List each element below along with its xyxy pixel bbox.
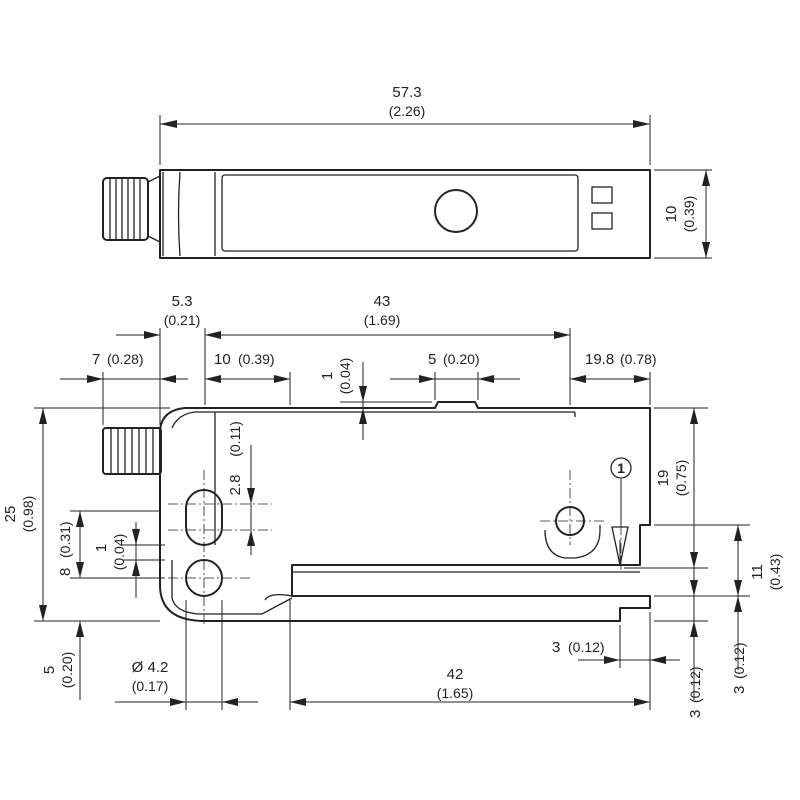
dim-connector-length-in: (0.28): [107, 351, 144, 367]
front-dimensions: 5.3 (0.21) 43 (1.69) 7 (0.28) 10 (0.39) …: [2, 293, 783, 718]
emitter-cone: [611, 526, 629, 566]
dim-body-length-in: (1.69): [364, 312, 401, 328]
fork-body: [159, 401, 651, 622]
dim-lower-arm-mm: 42: [447, 666, 464, 683]
dim-connector-offset-mm: 5.3: [172, 293, 193, 310]
front-view: 1: [102, 401, 651, 625]
dim-tip-offset-in: (0.12): [568, 639, 605, 655]
dim-top-width-in: (2.26): [389, 103, 426, 119]
top-button: [434, 189, 478, 233]
dim-hole-offset-mm: 10: [214, 351, 231, 368]
dim-hole-gap-mm: 1: [93, 544, 110, 552]
svg-text:1: 1: [617, 460, 625, 476]
dim-button-width-in: (0.20): [443, 351, 480, 367]
dim-hole-diameter-mm: Ø 4.2: [132, 659, 169, 676]
dim-lower-arm-in: (1.65): [437, 685, 474, 701]
dim-top-height-mm: 10: [663, 206, 680, 223]
dim-hole-gap-in: (0.04): [111, 534, 127, 571]
dim-button-width-mm: 5: [428, 351, 436, 368]
dim-fork-gap-in: (0.43): [767, 554, 783, 591]
top-window: [221, 174, 579, 252]
dim-fork-gap-mm: 11: [749, 564, 766, 580]
dim-top-height-in: (0.39): [681, 196, 697, 233]
dim-beam-offset-2-mm: 3: [731, 686, 748, 694]
dim-slot-width-in: (0.11): [227, 421, 243, 457]
dim-hole-offset-in: (0.39): [238, 351, 275, 367]
dim-top-width-mm: 57.3: [392, 84, 421, 101]
dim-bottom-offset-in: (0.20): [59, 652, 75, 689]
dim-bottom-offset-mm: 5: [41, 666, 58, 674]
dim-upper-arm-in: (0.75): [673, 460, 689, 497]
dim-connector-length-mm: 7: [92, 351, 100, 368]
callout-marker: 1: [610, 457, 632, 570]
top-view: 57.3 (2.26) 10 (0.39): [102, 84, 712, 259]
dim-hole-spacing-in: (0.31): [57, 521, 73, 558]
dim-fork-depth-in: (0.78): [620, 351, 657, 367]
dim-overall-height-in: (0.98): [20, 496, 36, 533]
dim-overall-height-mm: 25: [2, 506, 19, 523]
front-connector: [102, 427, 162, 475]
dim-fork-depth-mm: 19.8: [585, 351, 614, 368]
top-connector: [102, 175, 161, 243]
dim-body-length-mm: 43: [374, 293, 391, 310]
led-indicator-2: [591, 212, 613, 230]
led-indicator-1: [591, 186, 613, 204]
dim-connector-offset-in: (0.21): [164, 312, 201, 328]
dim-beam-offset-1-mm: 3: [687, 710, 704, 718]
dim-hole-spacing-mm: 8: [57, 568, 74, 576]
receiver-lens: [544, 525, 601, 559]
dim-hole-diameter-in: (0.17): [132, 678, 169, 694]
mounting-slot: [185, 489, 223, 546]
dim-upper-arm-mm: 19: [655, 470, 672, 487]
top-body: [159, 169, 651, 259]
dim-step-height-mm: 1: [319, 372, 336, 380]
dim-tip-offset-mm: 3: [552, 639, 560, 656]
dim-beam-offset-2-in: (0.12): [731, 642, 747, 679]
dim-slot-width-mm: 2.8: [227, 475, 244, 496]
dim-beam-offset-1-in: (0.12): [687, 666, 703, 703]
dim-step-height-in: (0.04): [337, 358, 353, 395]
